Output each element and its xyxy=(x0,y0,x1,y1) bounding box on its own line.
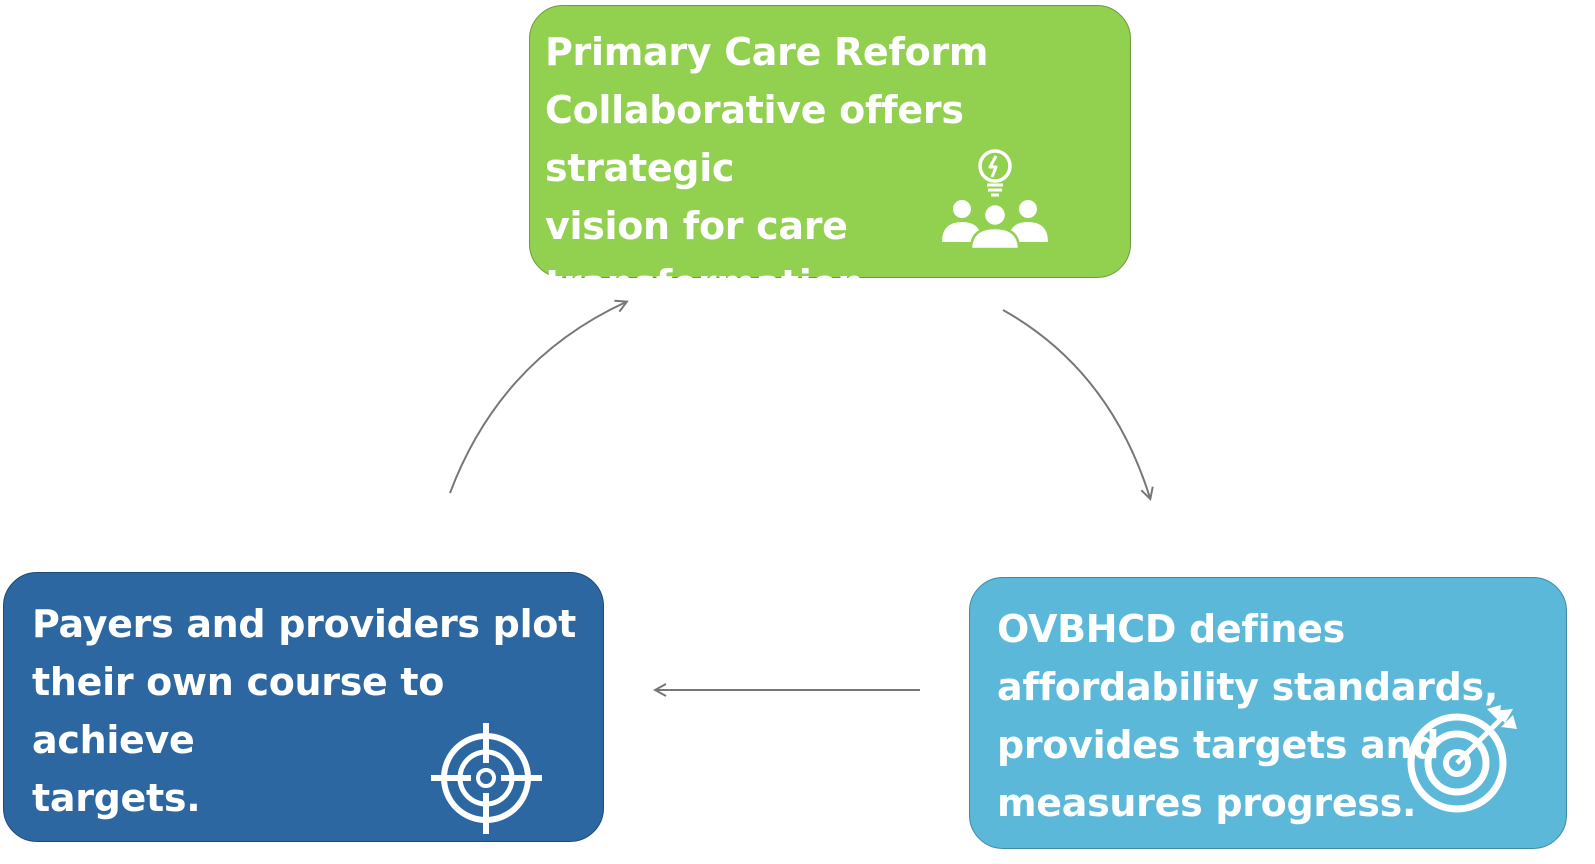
arrow-left-to-top xyxy=(449,302,626,494)
team-idea-icon xyxy=(942,149,1048,251)
target-arrow-icon xyxy=(1407,705,1517,813)
node-strategic-vision: Primary Care Reform Collaborative offers… xyxy=(529,5,1131,306)
crosshair-icon xyxy=(431,723,542,834)
node-affordability-standards: OVBHCD defines affordability standards, … xyxy=(969,577,1567,849)
node-strategic-vision-text: Primary Care Reform Collaborative offers… xyxy=(545,30,989,306)
arrow-top-to-right xyxy=(1002,309,1150,498)
node-affordability-standards-text: OVBHCD defines affordability standards, … xyxy=(997,607,1498,825)
node-payers-providers-text: Payers and providers plot their own cour… xyxy=(32,602,576,820)
node-payers-providers: Payers and providers plot their own cour… xyxy=(3,572,604,842)
